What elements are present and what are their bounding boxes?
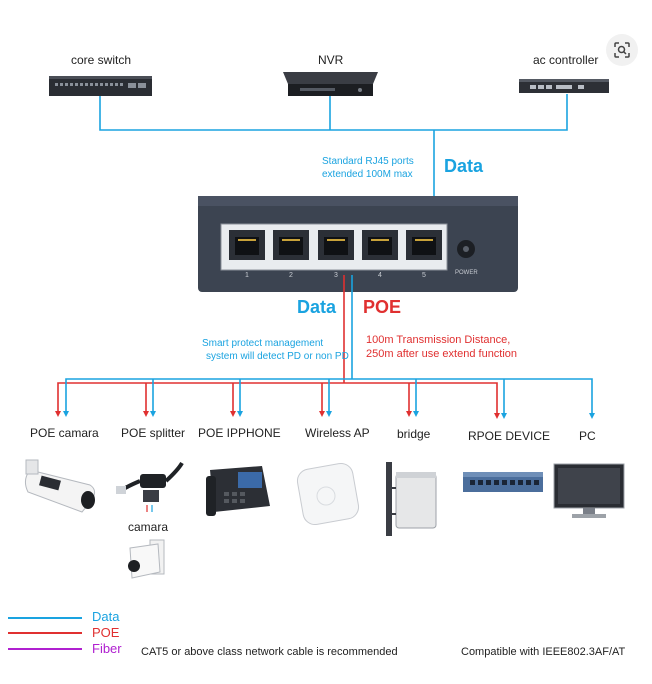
port-number: 1 (245, 272, 249, 279)
device-label-camara: camara (128, 520, 169, 534)
protect-note-line1: Smart protect management (202, 338, 324, 349)
protect-note-line2: system will detect PD or non PD (206, 351, 349, 362)
uplink-note-line1: Standard RJ45 ports (322, 156, 414, 167)
rj45-ports (229, 230, 442, 260)
power-label: POWER (455, 270, 478, 276)
device-label-poe-splitter: POE splitter (121, 426, 186, 440)
legend-data-label: Data (92, 609, 120, 624)
poe-splitter-icon (116, 461, 184, 512)
data-label-mid: Data (297, 297, 337, 317)
legend-poe-label: POE (92, 625, 120, 640)
poe-switch-icon (198, 196, 518, 292)
dome-camera-icon (128, 539, 165, 579)
monitor-icon (553, 463, 625, 518)
port-number: 2 (289, 272, 293, 279)
ac-controller-label: ac controller (533, 53, 599, 67)
device-label-poe-camera: POE camara (30, 426, 99, 440)
ac-controller-icon (519, 79, 609, 93)
cable-note: CAT5 or above class network cable is rec… (141, 646, 398, 658)
wireless-bridge-icon (386, 462, 437, 536)
drop-arrows (55, 411, 595, 419)
poe-distribution-lines (57, 275, 593, 415)
port-number: 4 (378, 272, 382, 279)
poe-label: POE (363, 297, 402, 317)
rack-switch-icon (49, 76, 152, 96)
wireless-ap-icon (296, 462, 360, 526)
device-label-rpoe-device: RPOE DEVICE (468, 429, 551, 443)
nvr-icon (283, 72, 378, 96)
distance-note-line1: 100m Transmission Distance, (366, 334, 511, 346)
device-label-pc: PC (579, 429, 596, 443)
device-label-wireless-ap: Wireless AP (305, 426, 370, 440)
lens-icon (614, 42, 630, 58)
device-label-bridge: bridge (397, 427, 431, 441)
device-label-ip-phone: POE IPPHONE (198, 426, 281, 440)
data-label-top: Data (444, 156, 484, 176)
compat-note: Compatible with IEEE802.3AF/AT (461, 646, 626, 658)
bullet-camera-icon (24, 459, 96, 513)
nvr-label: NVR (318, 53, 344, 67)
visual-search-button[interactable] (606, 34, 638, 66)
core-switch-label: core switch (71, 53, 132, 67)
ip-phone-icon (206, 466, 270, 516)
rpoe-switch-icon (463, 472, 543, 492)
distance-note-line2: 250m after use extend function (366, 348, 518, 360)
port-number: 3 (334, 272, 338, 279)
uplink-note-line2: extended 100M max (322, 169, 413, 180)
legend-fiber-label: Fiber (92, 641, 122, 656)
port-number: 5 (422, 272, 426, 279)
